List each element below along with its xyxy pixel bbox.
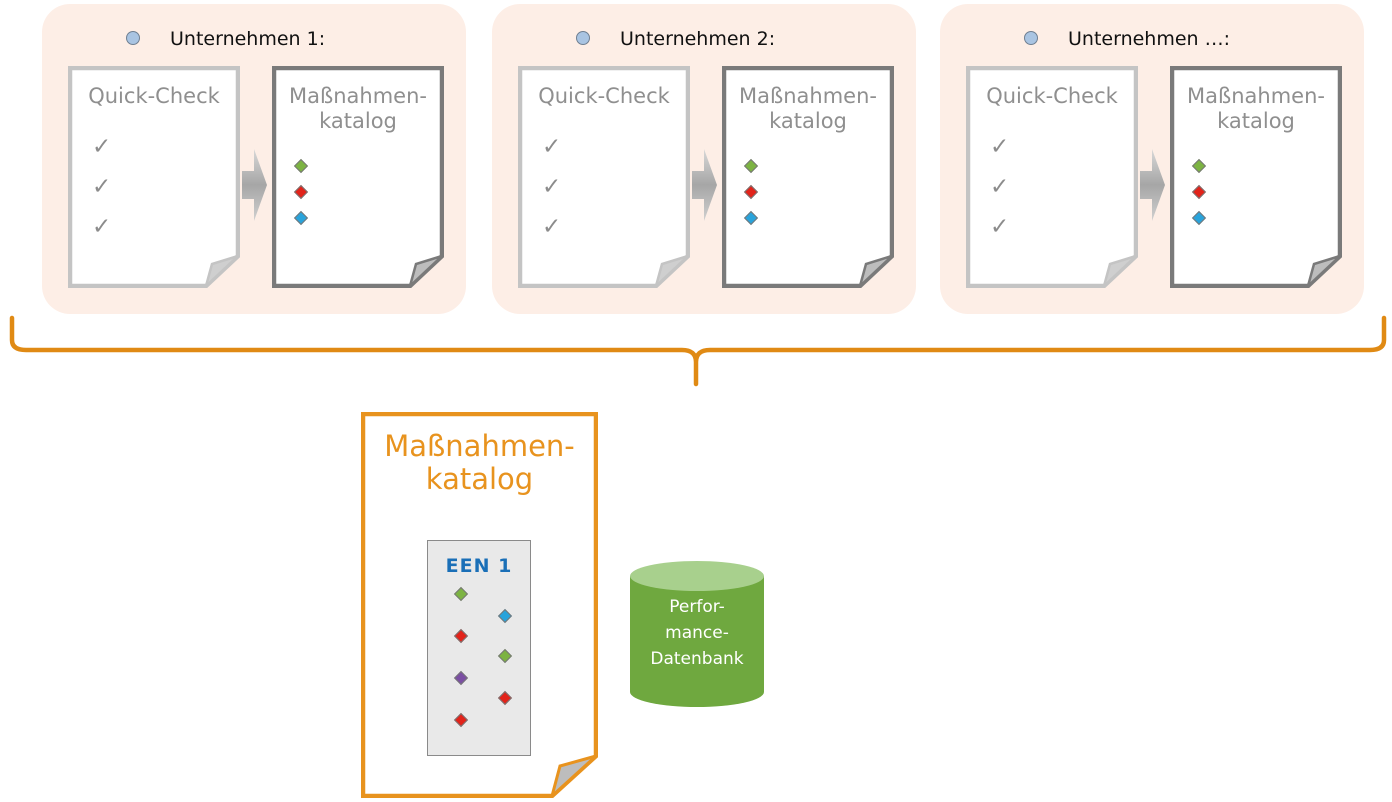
measures-catalog-title-line2: katalog [319,109,397,133]
checkmark-icon: ✓ [542,174,562,200]
measures-catalog-document: Maßnahmen-katalog [722,66,894,288]
measures-catalog-title-line1: Maßnahmen- [739,84,877,108]
een-card: EEN 1 [427,540,531,756]
quick-check-document: Quick-Check ✓ ✓ ✓ [68,66,240,288]
checkmark-icon: ✓ [92,134,112,160]
checkmark-icon: ✓ [92,214,112,240]
company-group: Unternehmen …: Quick-Check ✓ ✓ ✓ Maßnahmen-ka… [940,4,1364,314]
company-group: Unternehmen 1: Quick-Check ✓ ✓ ✓ Maßnahmen-ka… [42,4,466,314]
checkmark-icon: ✓ [990,134,1010,160]
red-diamond-icon [497,690,513,706]
grouping-brace [9,315,1387,387]
red-diamond-icon [453,712,469,728]
checkmark-icon: ✓ [542,134,562,160]
measures-catalog-title-line2: katalog [769,109,847,133]
performance-database: Perfor- mance- Datenbank [628,560,766,710]
right-arrow-icon [692,147,718,227]
quick-check-document: Quick-Check ✓ ✓ ✓ [966,66,1138,288]
summary-catalog-title-line2: katalog [425,462,534,496]
database-label-line2: mance- [665,623,729,643]
measures-catalog-title-line1: Maßnahmen- [1187,84,1325,108]
purple-diamond-icon [453,670,469,686]
company-title: Unternehmen 2: [620,28,776,50]
measures-catalog-title-line1: Maßnahmen- [289,84,427,108]
quick-check-title: Quick-Check [88,84,220,108]
een-label: EEN 1 [445,555,513,577]
summary-catalog-document: Maßnahmen- katalog EEN 1 [360,411,599,801]
company-title: Unternehmen 1: [170,28,326,50]
green-diamond-icon [497,648,513,664]
measures-catalog-document: Maßnahmen-katalog [1170,66,1342,288]
checkmark-icon: ✓ [92,174,112,200]
checkmark-icon: ✓ [990,174,1010,200]
database-label-line1: Perfor- [669,597,725,617]
blue-diamond-icon [497,608,513,624]
circle-bullet-icon [1024,31,1038,45]
quick-check-title: Quick-Check [538,84,670,108]
checkmark-icon: ✓ [542,214,562,240]
measures-catalog-title: Maßnahmen-katalog [1170,84,1342,134]
quick-check-title: Quick-Check [986,84,1118,108]
circle-bullet-icon [126,31,140,45]
circle-bullet-icon [576,31,590,45]
measures-catalog-title: Maßnahmen-katalog [722,84,894,134]
right-arrow-icon [1140,147,1166,227]
company-group: Unternehmen 2: Quick-Check ✓ ✓ ✓ Maßnahmen-ka… [492,4,916,314]
checkmark-icon: ✓ [990,214,1010,240]
quick-check-document: Quick-Check ✓ ✓ ✓ [518,66,690,288]
measures-catalog-document: Maßnahmen-katalog [272,66,444,288]
green-diamond-icon [453,586,469,602]
right-arrow-icon [242,147,268,227]
database-label: Perfor- mance- Datenbank [628,594,766,672]
measures-catalog-title: Maßnahmen-katalog [272,84,444,134]
database-label-line3: Datenbank [650,649,744,669]
measures-catalog-title-line2: katalog [1217,109,1295,133]
summary-catalog-title: Maßnahmen- katalog [361,430,598,496]
company-title: Unternehmen …: [1068,28,1231,50]
summary-catalog-title-line1: Maßnahmen- [384,429,575,463]
red-diamond-icon [453,628,469,644]
